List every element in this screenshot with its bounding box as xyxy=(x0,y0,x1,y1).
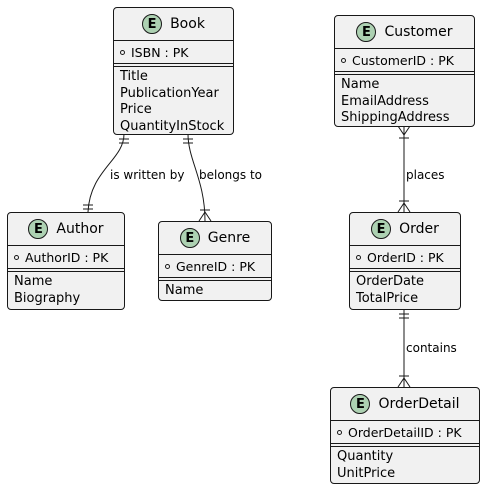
public-field-icon xyxy=(341,57,346,63)
entity-attributes: Quantity UnitPrice xyxy=(331,447,479,484)
rel-book-genre-line xyxy=(187,133,206,222)
entity-primary-key: CustomerID : PK xyxy=(335,49,474,71)
attribute: QuantityInStock xyxy=(120,118,225,134)
entity-primary-key: AuthorID : PK xyxy=(8,246,124,268)
entity-book[interactable]: E Book ISBN : PK Title PublicationYear P… xyxy=(113,7,234,135)
entity-attributes: Title PublicationYear Price QuantityInSt… xyxy=(114,67,233,137)
entity-badge-icon: E xyxy=(28,219,49,239)
attribute: Name xyxy=(341,77,380,92)
public-field-icon xyxy=(14,254,19,260)
public-field-icon xyxy=(356,254,361,260)
entity-key-separator xyxy=(331,443,479,447)
entity-divider xyxy=(8,245,124,246)
entity-attributes: OrderDate TotalPrice xyxy=(350,272,460,309)
pk-text: OrderID : PK xyxy=(367,249,444,265)
entity-key-separator xyxy=(159,277,271,281)
attribute: Price xyxy=(120,102,152,117)
public-field-icon xyxy=(337,429,342,435)
pk-text: GenreID : PK xyxy=(176,258,256,274)
entity-divider xyxy=(335,48,474,49)
rel-label-book-author: is written by xyxy=(110,168,185,182)
entity-key-separator xyxy=(114,63,233,67)
entity-genre[interactable]: E Genre GenreID : PK Name xyxy=(158,221,272,301)
entity-title: Author xyxy=(56,221,104,237)
entity-header: E Customer xyxy=(335,16,474,48)
entity-title: Customer xyxy=(384,24,453,40)
entity-divider xyxy=(114,40,233,41)
entity-title: Book xyxy=(170,16,205,32)
rel-customer-order-customer-crowfoot xyxy=(397,125,411,136)
pk-text: ISBN : PK xyxy=(131,44,189,60)
entity-title: Genre xyxy=(207,230,251,246)
rel-customer-order-order-crowfoot xyxy=(397,202,411,213)
pk-text: OrderDetailID : PK xyxy=(348,424,462,440)
entity-header: E Book xyxy=(114,8,233,40)
attribute: Biography xyxy=(14,290,81,306)
attribute: Title xyxy=(120,69,148,84)
attribute: ShippingAddress xyxy=(341,110,450,125)
rel-label-book-genre: belongs to xyxy=(199,168,263,182)
entity-primary-key: OrderDetailID : PK xyxy=(331,421,479,443)
entity-order[interactable]: E Order OrderID : PK OrderDate TotalPric… xyxy=(349,212,461,310)
attribute: Name xyxy=(14,274,53,289)
entity-header: E Order xyxy=(350,213,460,245)
attribute: TotalPrice xyxy=(356,290,419,306)
rel-label-order-orderdetail: contains xyxy=(406,341,457,355)
entity-header: E Genre xyxy=(159,222,271,254)
entity-badge-icon: E xyxy=(142,14,163,34)
attribute: OrderDate xyxy=(356,274,425,289)
pk-text: AuthorID : PK xyxy=(25,249,109,265)
entity-primary-key: GenreID : PK xyxy=(159,255,271,277)
entity-badge-icon: E xyxy=(179,228,200,248)
entity-divider xyxy=(350,245,460,246)
rel-label-customer-order: places xyxy=(406,168,445,182)
pk-text: CustomerID : PK xyxy=(352,52,454,68)
entity-divider xyxy=(331,420,479,421)
attribute: Quantity xyxy=(337,449,394,464)
attribute: UnitPrice xyxy=(337,465,396,481)
entity-badge-icon: E xyxy=(371,219,392,239)
attribute: PublicationYear xyxy=(120,85,219,101)
entity-key-separator xyxy=(335,71,474,75)
attribute: EmailAddress xyxy=(341,93,429,109)
attribute: Name xyxy=(165,283,204,298)
entity-author[interactable]: E Author AuthorID : PK Name Biography xyxy=(7,212,125,310)
entity-orderdetail[interactable]: E OrderDetail OrderDetailID : PK Quantit… xyxy=(330,387,480,484)
entity-customer[interactable]: E Customer CustomerID : PK Name EmailAdd… xyxy=(334,15,475,127)
public-field-icon xyxy=(120,49,125,55)
entity-header: E OrderDetail xyxy=(331,388,479,420)
rel-book-genre-genre-crowfoot xyxy=(198,211,212,222)
entity-title: OrderDetail xyxy=(378,396,460,412)
entity-key-separator xyxy=(350,268,460,272)
entity-header: E Author xyxy=(8,213,124,245)
entity-divider xyxy=(159,254,271,255)
rel-book-author-line xyxy=(87,133,125,213)
entity-badge-icon: E xyxy=(356,22,377,42)
entity-primary-key: ISBN : PK xyxy=(114,41,233,63)
entity-primary-key: OrderID : PK xyxy=(350,246,460,268)
entity-attributes: Name xyxy=(159,281,271,302)
public-field-icon xyxy=(165,263,170,269)
entity-attributes: Name EmailAddress ShippingAddress xyxy=(335,75,474,129)
rel-order-orderdetail-detail-crowfoot xyxy=(397,377,411,388)
entity-attributes: Name Biography xyxy=(8,272,124,309)
entity-badge-icon: E xyxy=(350,394,371,414)
entity-key-separator xyxy=(8,268,124,272)
entity-title: Order xyxy=(399,221,439,237)
